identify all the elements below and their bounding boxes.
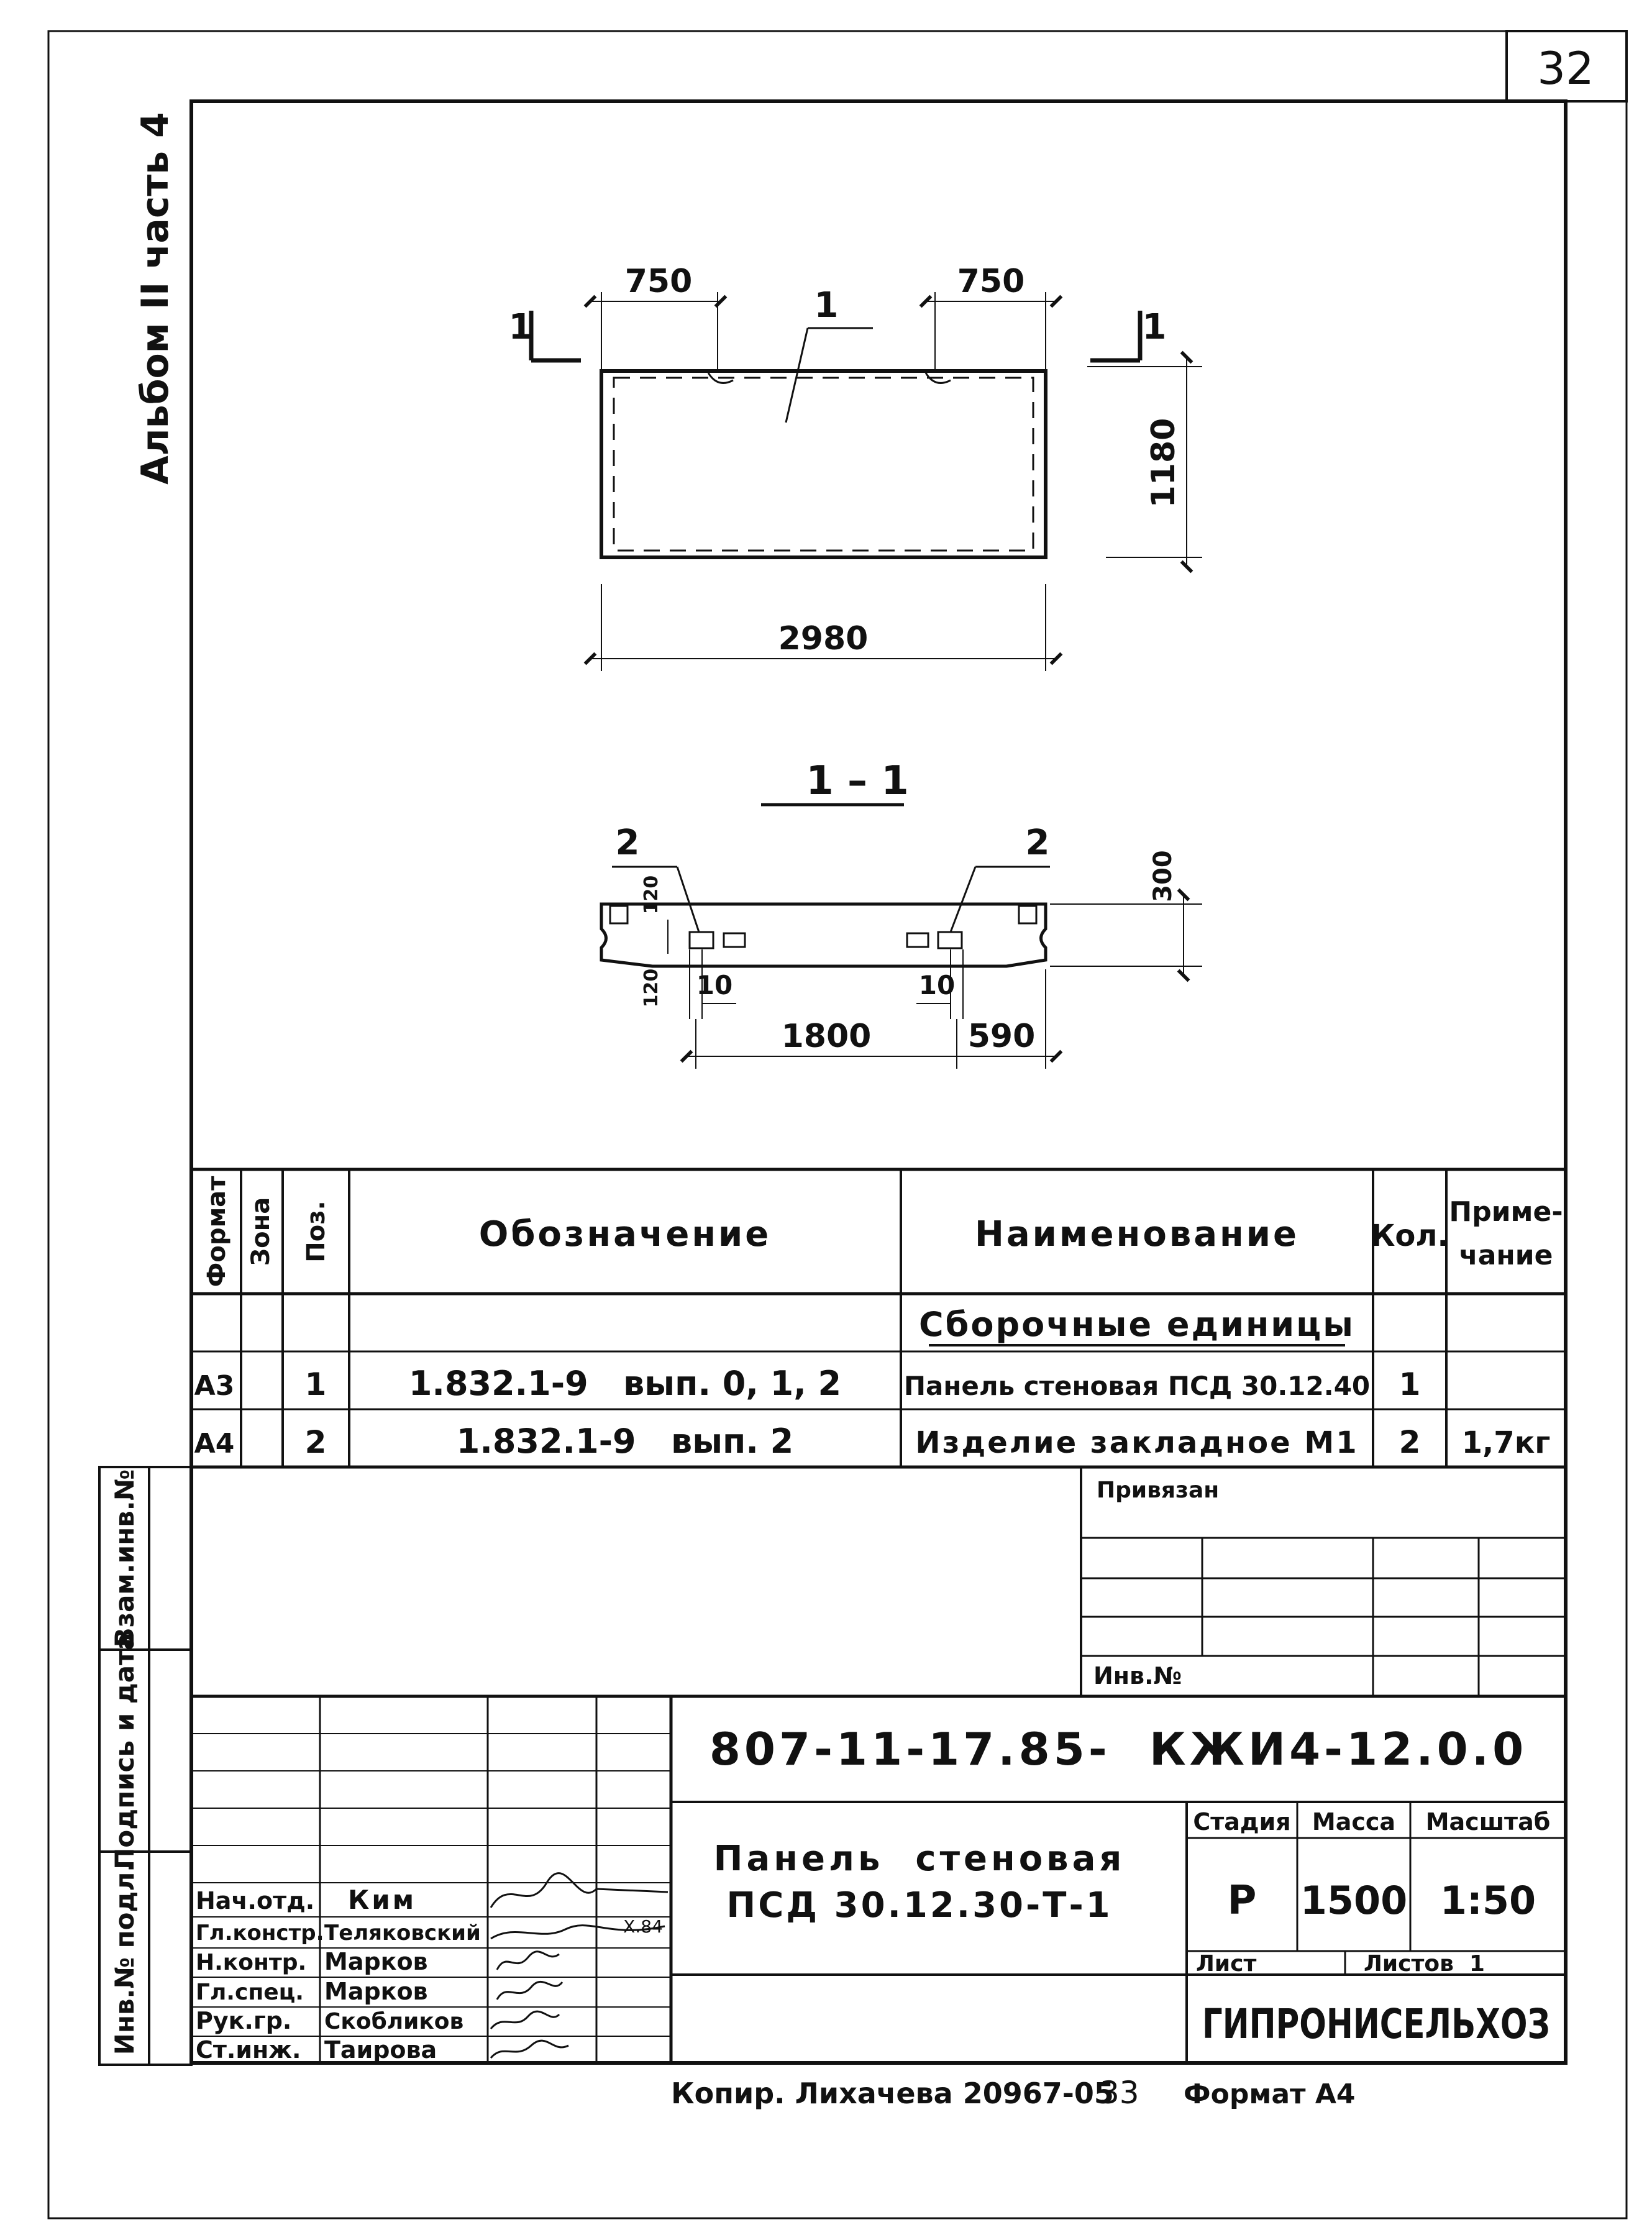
sheet-number: 32 bbox=[1537, 42, 1594, 94]
staff-name-3: Марков bbox=[324, 1948, 428, 1975]
scale-value: 1:50 bbox=[1440, 1878, 1536, 1923]
signature-3 bbox=[496, 1950, 560, 1970]
binding-block: Привязан Инв.№ bbox=[1080, 1467, 1566, 1696]
staff-role-4: Гл.спец. bbox=[196, 1980, 304, 2005]
dim-right-span: 590 bbox=[968, 1018, 1036, 1055]
dim-right-gap: 10 bbox=[919, 970, 955, 1000]
panel-inner-outline bbox=[613, 377, 1034, 552]
side-stamps: Взам.инв.№ Подпись и дата Инв.№ подл. bbox=[98, 1466, 193, 2066]
header-note-line2: чание bbox=[1459, 1240, 1553, 1271]
header-qty: Кол. bbox=[1371, 1218, 1449, 1253]
dim-section-height: 300 bbox=[1149, 850, 1177, 902]
header-designation: Обозначение bbox=[479, 1214, 772, 1255]
stage-label: Стадия bbox=[1193, 1808, 1290, 1835]
staff-role-1: Нач.отд. bbox=[196, 1887, 314, 1914]
signature-4 bbox=[496, 1980, 564, 2000]
dim-center-span: 1800 bbox=[782, 1018, 872, 1055]
album-label: Альбом II часть 4 bbox=[134, 112, 177, 485]
header-zone: Зона bbox=[247, 1197, 275, 1266]
title-block: Нач.отд. Ким Гл.констр. Теляковский Н.ко… bbox=[191, 1694, 1566, 2065]
embed-mark-left bbox=[707, 372, 734, 384]
staff-name-2: Теляковский bbox=[324, 1921, 481, 1945]
row1-format: А3 bbox=[194, 1370, 235, 1402]
embed-right bbox=[937, 931, 963, 949]
stamp-signature-date: Подпись и дата bbox=[109, 1632, 140, 1869]
section-profile bbox=[600, 902, 1047, 968]
title-line2: ПСД 30.12.30-Т-1 bbox=[726, 1885, 1112, 1926]
row1-pos: 1 bbox=[305, 1366, 327, 1402]
dim-left-offset: 750 bbox=[625, 263, 693, 300]
stamp-vzam-inv: Взам.инв.№ bbox=[109, 1470, 140, 1648]
organization: ГИПРОНИСЕЛЬХОЗ bbox=[1202, 2000, 1550, 2048]
scale-label: Масштаб bbox=[1426, 1808, 1551, 1835]
signature-2 bbox=[490, 1924, 665, 1940]
callout-position-2-right: 2 bbox=[1026, 823, 1050, 863]
staff-role-6: Ст.инж. bbox=[196, 2036, 301, 2064]
sheet-number-box bbox=[1505, 30, 1628, 103]
header-format: Формат bbox=[203, 1176, 231, 1287]
staff-role-3: Н.контр. bbox=[196, 1950, 306, 1975]
signature-1 bbox=[490, 1872, 669, 1908]
header-pos: Поз. bbox=[302, 1200, 331, 1262]
outer-frame bbox=[47, 30, 1628, 2219]
binding-inv-no: Инв.№ bbox=[1093, 1662, 1182, 1689]
footer-page: 33 bbox=[1100, 2075, 1139, 2111]
row2-name: Изделие закладное М1 bbox=[915, 1425, 1358, 1460]
row2-note: 1,7кг bbox=[1462, 1425, 1551, 1460]
dim-top-edge: 120 bbox=[641, 875, 662, 915]
sheets-label: Листов 1 bbox=[1364, 1951, 1485, 1977]
header-note-line1: Приме- bbox=[1449, 1196, 1563, 1228]
stage-value: Р bbox=[1228, 1878, 1257, 1924]
signature-date-note: Х.84 bbox=[623, 1916, 663, 1937]
title-line1: Панель стеновая bbox=[714, 1839, 1126, 1879]
staff-role-5: Рук.гр. bbox=[196, 2007, 291, 2034]
dim-left-gap: 10 bbox=[696, 970, 732, 1000]
staff-role-2: Гл.констр. bbox=[196, 1921, 324, 1945]
panel-outline bbox=[600, 369, 1047, 559]
plan-view: 750 750 1 1 1 1180 2980 bbox=[509, 263, 1202, 671]
row2-pos: 2 bbox=[305, 1424, 327, 1460]
staff-name-1: Ким bbox=[348, 1885, 416, 1915]
binding-privyazan: Привязан bbox=[1097, 1478, 1219, 1503]
inner-frame bbox=[189, 99, 1568, 2065]
staff-name-6: Таирова bbox=[324, 2036, 437, 2064]
dim-right-offset: 750 bbox=[957, 263, 1025, 300]
signature-6 bbox=[490, 2039, 569, 2059]
stamp-inv-podl: Инв.№ подл. bbox=[109, 1862, 140, 2055]
section-marker-right: 1 bbox=[1143, 307, 1167, 347]
section-heading: Сборочные единицы bbox=[919, 1305, 1355, 1344]
mass-label: Масса bbox=[1312, 1808, 1395, 1835]
embed-left bbox=[688, 931, 714, 949]
mass-value: 1500 bbox=[1300, 1878, 1408, 1923]
row1-name: Панель стеновая ПСД 30.12.40 bbox=[904, 1371, 1370, 1401]
staff-name-5: Скобликов bbox=[324, 2009, 463, 2034]
spec-table: Формат Зона Поз. Обозначение Наименовани… bbox=[191, 1168, 1566, 1469]
section-marker-left: 1 bbox=[509, 307, 533, 347]
staff-name-4: Марков bbox=[324, 1978, 428, 2005]
callout-position-2-left: 2 bbox=[616, 823, 640, 863]
section-title: 1 – 1 bbox=[806, 758, 909, 804]
embed-mark-right bbox=[924, 372, 951, 384]
document-code: 807-11-17.85- КЖИ4-12.0.0 bbox=[710, 1723, 1527, 1775]
callout-position-1: 1 bbox=[815, 285, 839, 326]
section-view: 1 – 1 2 2 300 120 120 10 10 bbox=[600, 758, 1202, 1069]
sheet-label: Лист bbox=[1196, 1951, 1256, 1977]
dim-height: 1180 bbox=[1145, 418, 1182, 508]
row2-qty: 2 bbox=[1399, 1424, 1421, 1460]
row2-designation: 1.832.1-9 вып. 2 bbox=[457, 1422, 793, 1461]
row2-format: А4 bbox=[194, 1428, 235, 1460]
row1-qty: 1 bbox=[1399, 1366, 1421, 1402]
footer-format: Формат А4 bbox=[1184, 2078, 1356, 2110]
dim-bottom-edge: 120 bbox=[641, 969, 662, 1008]
row1-designation: 1.832.1-9 вып. 0, 1, 2 bbox=[409, 1364, 841, 1403]
footer-copied-by: Копир. Лихачева 20967-05 bbox=[671, 2077, 1114, 2110]
dim-length: 2980 bbox=[778, 620, 869, 657]
signature-5 bbox=[490, 2010, 560, 2029]
header-name: Наименование bbox=[975, 1214, 1299, 1255]
